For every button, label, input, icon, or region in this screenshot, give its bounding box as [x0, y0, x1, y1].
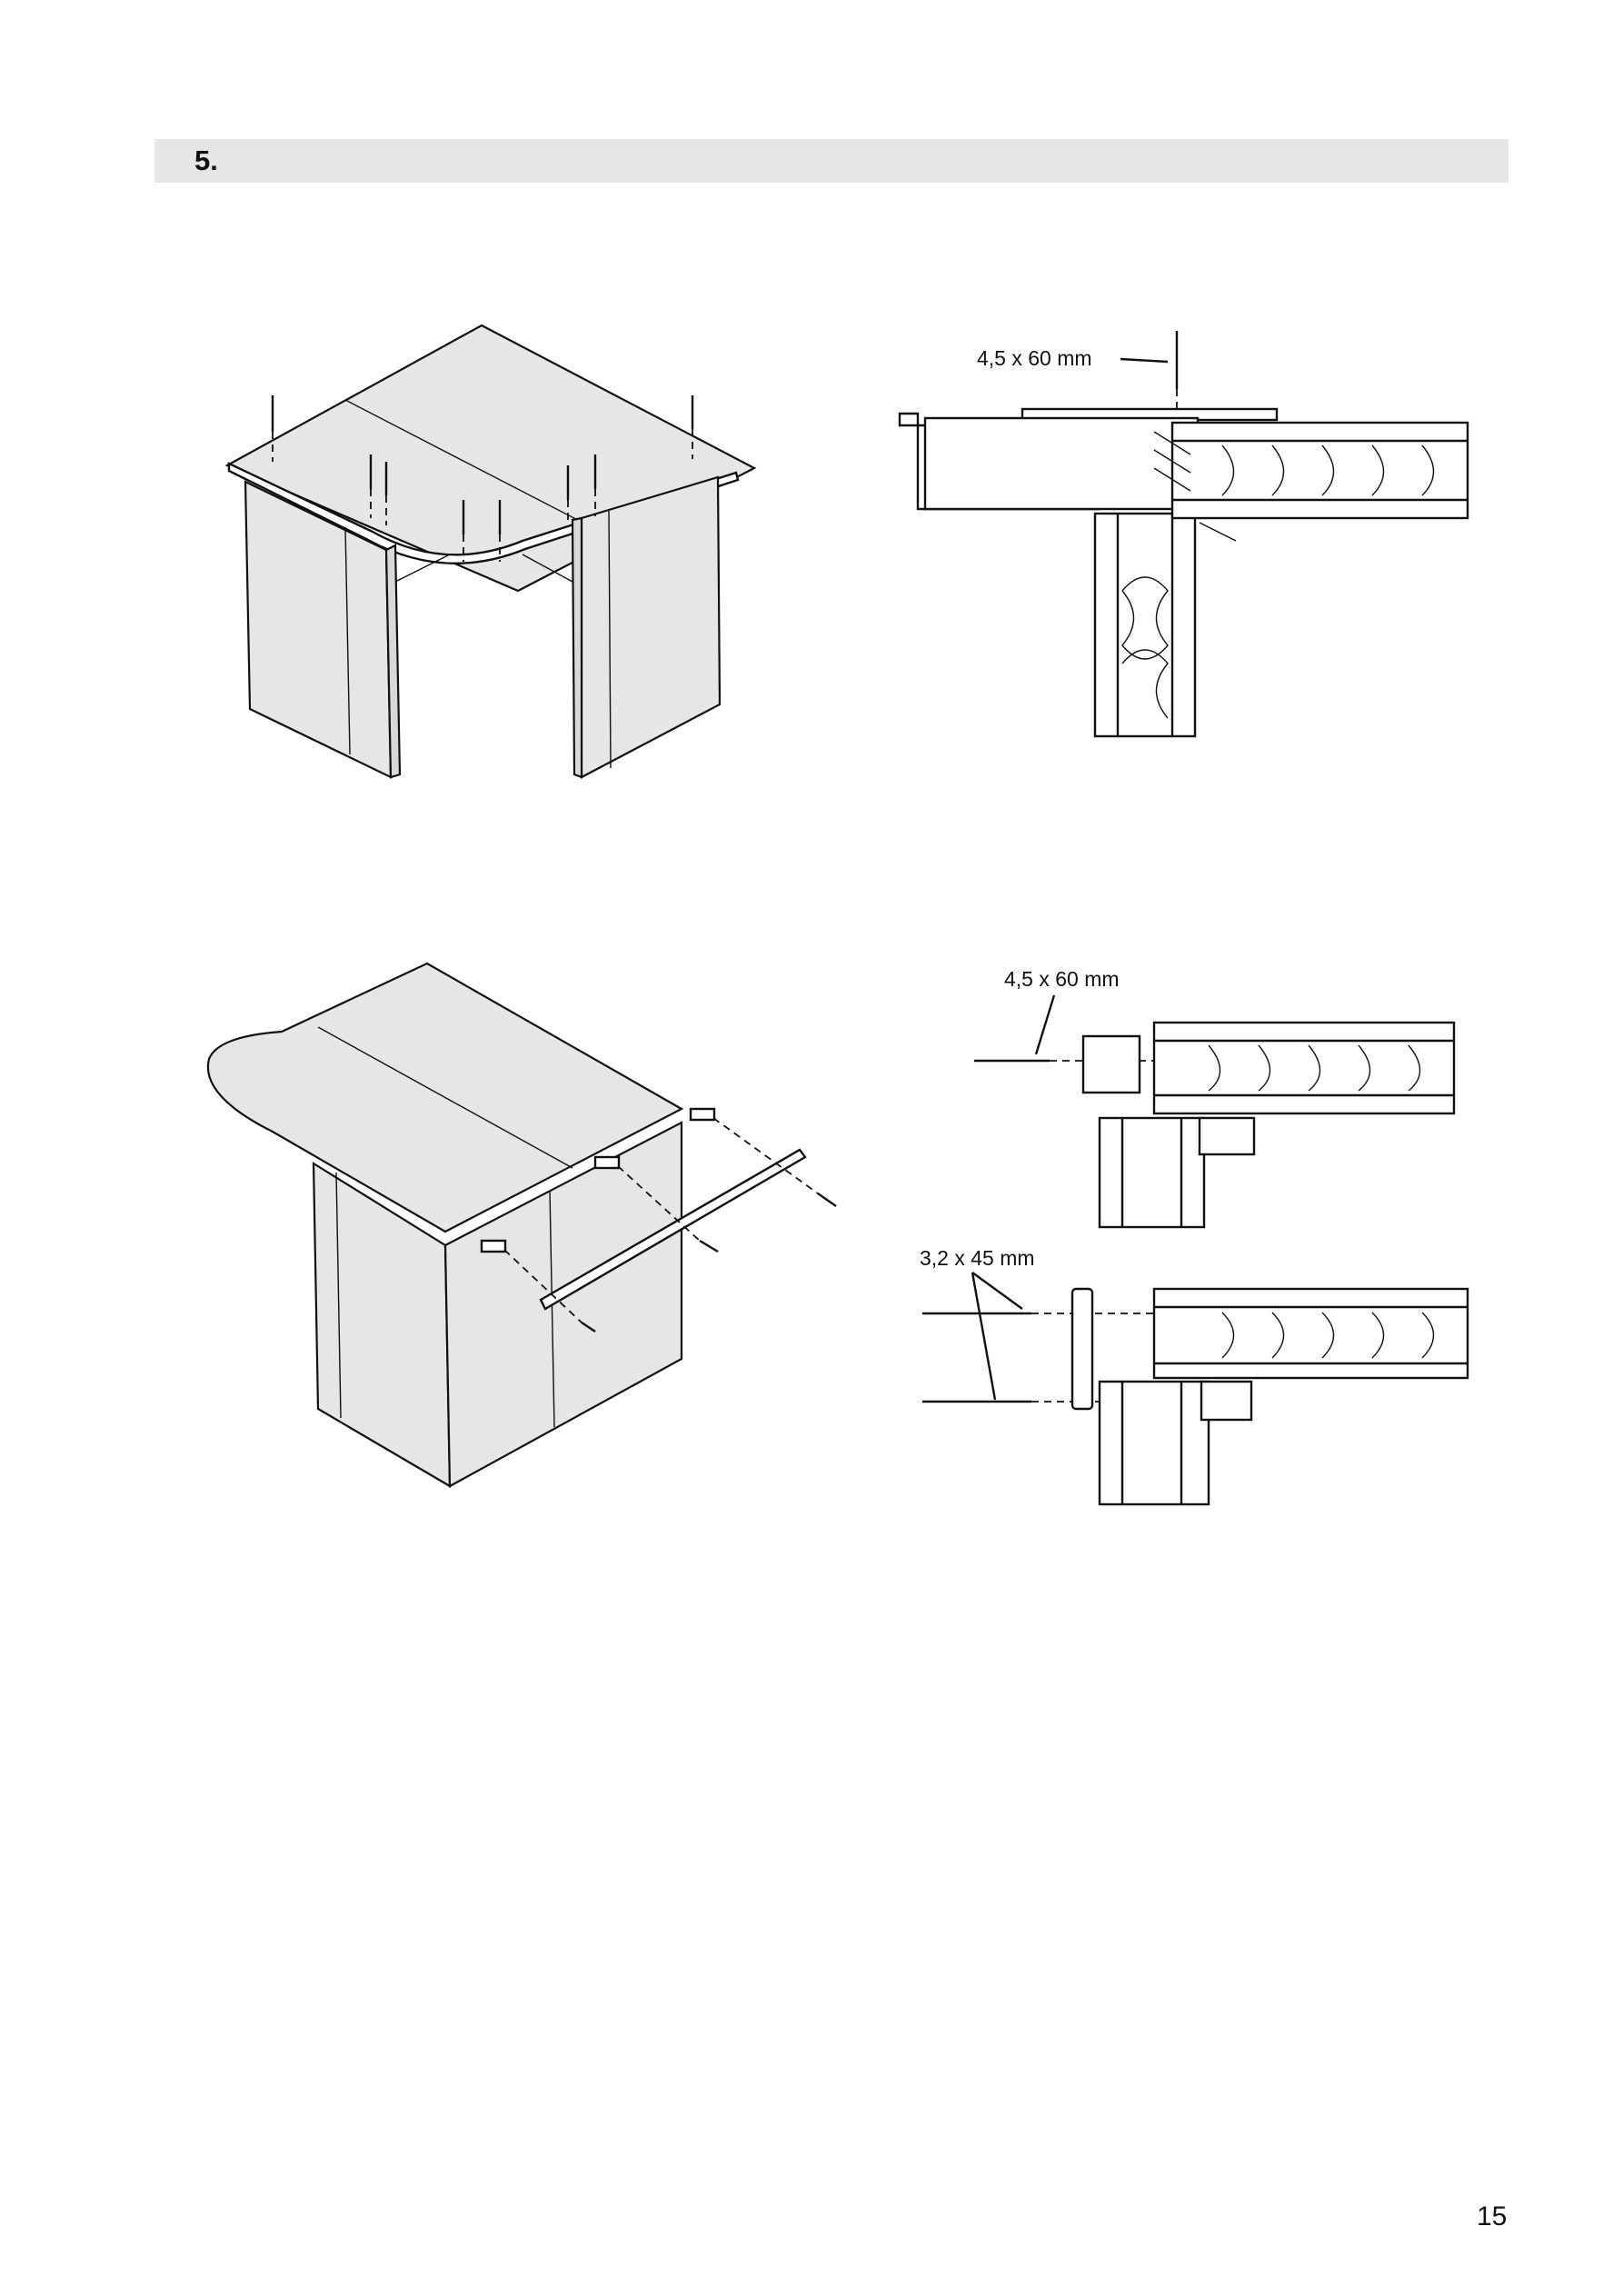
side-rail-strip — [539, 1148, 807, 1311]
step-number: 5. — [194, 145, 218, 176]
screw-size-label-top: 4,5 x 60 mm — [977, 346, 1092, 370]
worktop-cross-section-detail: 4,5 x 60 mm — [898, 331, 1469, 738]
side-screw-cross-section-detail: 4,5 x 60 mm — [974, 967, 1456, 1229]
side-nail-cross-section-detail: 3,2 x 45 mm — [920, 1246, 1469, 1506]
dowel-group — [480, 1107, 837, 1333]
screw-group — [271, 395, 694, 562]
page-number: 15 — [1477, 2201, 1508, 2231]
cabinet-side-rail-assembly-illustration — [206, 962, 837, 1488]
screw-size-label-side: 4,5 x 60 mm — [1004, 967, 1120, 991]
nail-size-label: 3,2 x 45 mm — [920, 1246, 1035, 1270]
corner-cabinet-top-assembly-illustration — [224, 324, 757, 779]
step-header-bar: 5. — [154, 139, 1508, 183]
